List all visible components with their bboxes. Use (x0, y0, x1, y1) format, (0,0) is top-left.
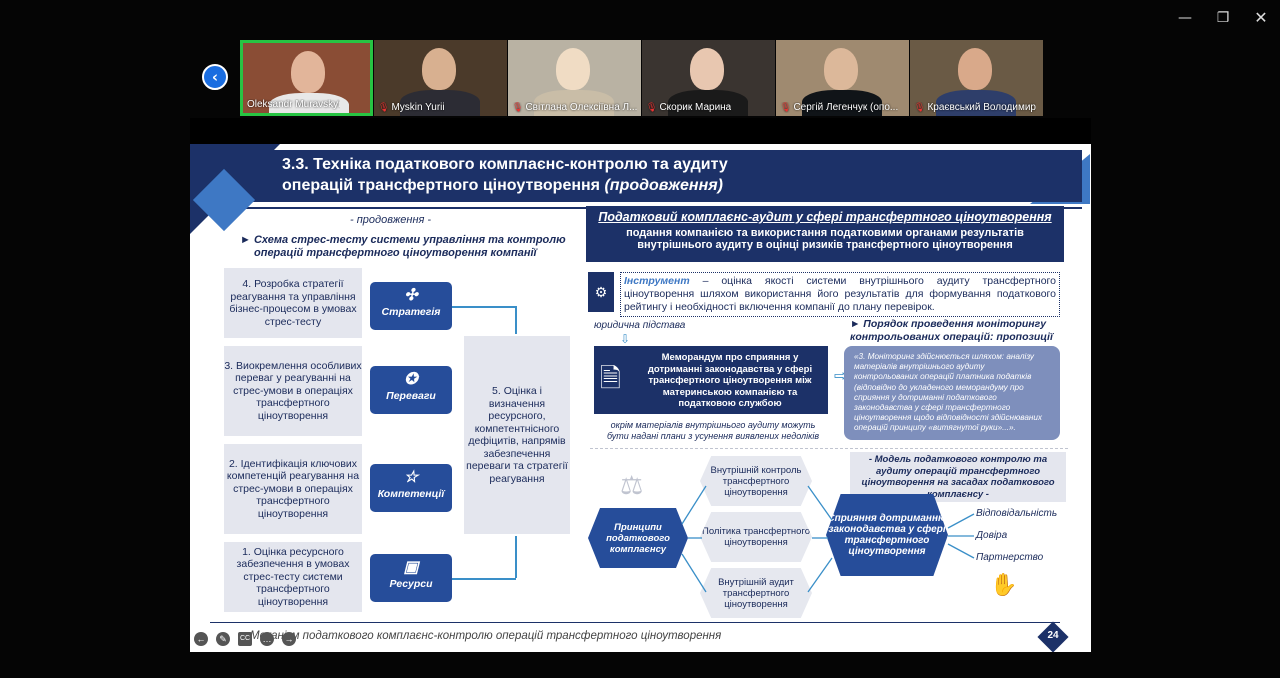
close-button[interactable]: ✕ (1254, 8, 1268, 27)
participant-video-face (958, 48, 992, 90)
order-title-2: контрольованих операцій: пропозиції (850, 331, 1053, 343)
participant-name: 🎙Краєвський Володимир (914, 102, 1036, 113)
memorandum-box: 🗎 Меморандум про сприяння у дотриманні з… (594, 346, 828, 414)
instrument-text: Інструмент – оцінка якості системи внутр… (620, 272, 1060, 317)
participant-tile[interactable]: 🎙Краєвський Володимир (910, 40, 1043, 116)
participant-video-face (422, 48, 456, 90)
value-responsibility: Відповідальність (976, 508, 1058, 519)
puzzle-icon: ✣ (404, 287, 418, 304)
connector-line (515, 536, 517, 578)
participant-tile[interactable]: 🎙Myskin Yurii (374, 40, 507, 116)
audit-heading: Податковий комплаєнс-аудит у сфері транс… (598, 210, 1052, 224)
document-handshake-icon: 🗎 (600, 363, 621, 393)
participant-video-face (824, 48, 858, 90)
participant-video-body (269, 93, 349, 113)
step-4-box: 4. Розробка стратегії реагування та упра… (224, 268, 362, 338)
participant-tile[interactable]: 🎙Сергій Легенчук (опо... (776, 40, 909, 116)
arrow-down-icon: ⇩ (620, 332, 631, 346)
presentation-slide: 3.3. Техніка податкового комплаєнс-контр… (190, 144, 1091, 652)
audit-heading-band: Податковий комплаєнс-аудит у сфері транс… (586, 206, 1064, 262)
memorandum-text: Меморандум про сприяння у дотриманні зак… (647, 352, 813, 409)
order-title-1: ► Порядок проведення моніторингу (850, 318, 1047, 330)
previous-participants-button[interactable]: ‹ (202, 64, 228, 90)
participant-video-body (936, 90, 1016, 116)
scheme-title: ► Схема стрес-тесту системи управління т… (240, 234, 566, 246)
participant-tile[interactable]: Oleksandr Muravskyi (240, 40, 373, 116)
participant-name: 🎙Сергій Легенчук (опо... (780, 102, 899, 113)
strategy-button: ✣Стратегія (370, 282, 452, 330)
connector-line (452, 306, 516, 308)
section-divider (590, 448, 1068, 449)
competences-button: ☆Компетенції (370, 464, 452, 512)
participant-video-face (690, 48, 724, 90)
muted-mic-icon: 🎙 (914, 102, 926, 112)
participant-name: 🎙Світлана Олексіївна Л... (512, 102, 637, 113)
participant-name: 🎙Скорик Марина (646, 102, 732, 113)
model-arrows (681, 485, 975, 593)
more-options-button[interactable]: … (260, 632, 274, 646)
slideshow-controls: ← ✎ CC … → (190, 624, 1091, 652)
captions-button[interactable]: CC (238, 632, 252, 646)
participant-video-face (556, 48, 590, 90)
participant-video-body (802, 90, 882, 116)
hex-internal-audit: Внутрішній аудит трансфертного ціноутвор… (700, 568, 812, 618)
footer-text: Механізм податкового комплаєнс-контролю … (250, 630, 722, 642)
value-partnership: Партнерство (976, 552, 1044, 563)
pen-tool-button[interactable]: ✎ (216, 632, 230, 646)
gears-icon: ⚙ (588, 272, 614, 312)
maximize-button[interactable]: ❐ (1216, 10, 1230, 26)
muted-mic-icon: 🎙 (646, 102, 658, 112)
continued-label: - продовження - (350, 214, 432, 226)
slide-title: 3.3. Техніка податкового комплаєнс-контр… (282, 156, 728, 194)
muted-mic-icon: 🎙 (780, 102, 792, 112)
participant-strip: Oleksandr Muravskyi 🎙Myskin Yurii 🎙Світлан… (240, 40, 1043, 116)
scales-icon: ⚖ (620, 470, 644, 500)
model-title: - Модель податкового контролю та аудиту … (850, 452, 1066, 502)
step-3-box: 3. Виокремлення особливих переваг у реаг… (224, 346, 362, 436)
audit-subheading-2: внутрішнього аудиту в оцінці ризиків тра… (637, 239, 1013, 251)
slide-title-band: 3.3. Техніка податкового комплаєнс-контр… (210, 150, 1082, 202)
shared-screen: 3.3. Техніка податкового комплаєнс-контр… (190, 118, 1091, 652)
advantages-button: ✪Переваги (370, 366, 452, 414)
briefcase-icon: ▣ (403, 559, 419, 576)
muted-mic-icon: 🎙 (378, 102, 390, 112)
value-trust: Довіра (976, 530, 1008, 541)
result-hex: Сприяння дотриманню законодавства у сфер… (826, 494, 948, 576)
resources-button: ▣Ресурси (370, 554, 452, 602)
principles-hex: Принципи податкового комплаєнсу (588, 508, 688, 568)
page-number: 24 (1047, 630, 1059, 641)
participant-video-body (534, 90, 614, 116)
participant-video-body (400, 90, 480, 116)
step-1-box: 1. Оцінка ресурсного забезпечення в умов… (224, 542, 362, 612)
hex-internal-control: Внутрішній контроль трансфертного ціноут… (700, 456, 812, 506)
badge-check-icon: ✪ (404, 371, 418, 388)
minimize-button[interactable]: — (1178, 10, 1192, 26)
evaluation-box: 5. Оцінка і визначення ресурсного, компе… (464, 336, 570, 534)
monitoring-quote: «3. Моніторинг здійснюється шляхом: анал… (844, 346, 1060, 440)
star-card-icon: ☆ (403, 469, 419, 486)
muted-mic-icon: 🎙 (512, 102, 524, 112)
participant-name: 🎙Myskin Yurii (378, 102, 445, 113)
participant-video-body (668, 90, 748, 116)
participant-name: Oleksandr Muravskyi (247, 99, 341, 110)
connector-line (515, 306, 517, 334)
connector-line (452, 578, 516, 580)
step-2-box: 2. Ідентифікація ключових компетенцій ре… (224, 444, 362, 534)
hex-policy: Політика трансфертного ціноутворення (700, 512, 812, 562)
next-slide-button[interactable]: → (282, 632, 296, 646)
participant-tile[interactable]: 🎙Скорик Марина (642, 40, 775, 116)
handshake-icon: ✋ (990, 572, 1018, 597)
participant-tile[interactable]: 🎙Світлана Олексіївна Л... (508, 40, 641, 116)
participant-video-face (291, 51, 325, 93)
previous-slide-button[interactable]: ← (194, 632, 208, 646)
legal-basis-label: юридична підстава (594, 320, 686, 331)
audit-subheading-1: подання компанією та використання податк… (626, 227, 1024, 239)
footer-rule (210, 622, 1060, 623)
besides-note: окрім матеріалів внутрішнього аудиту мож… (606, 420, 820, 441)
scheme-title-2: операцій трансфертного ціноутворення ком… (254, 247, 537, 259)
